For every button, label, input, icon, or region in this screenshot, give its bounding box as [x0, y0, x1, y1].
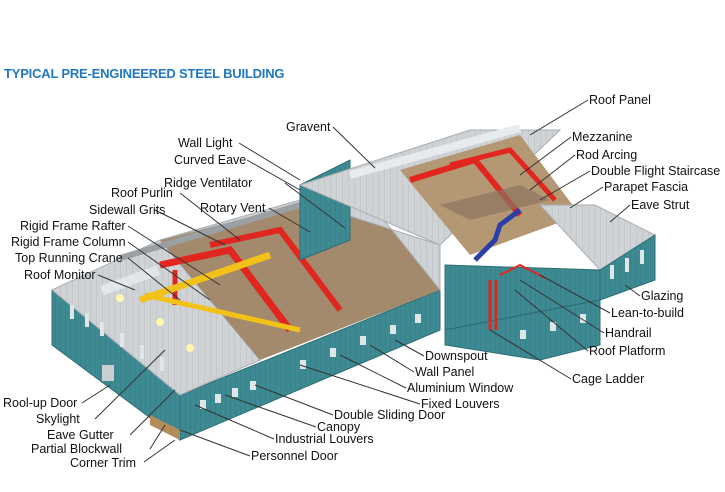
lean-to-building [444, 204, 657, 361]
label-personnel-door: Personnel Door [251, 449, 338, 463]
top-running-crane [138, 251, 272, 304]
diagram-title: TYPICAL PRE-ENGINEERED STEEL BUILDING [4, 66, 285, 81]
label-rotary-vent: Rotary Vent [200, 201, 266, 215]
double-flight-staircase [473, 208, 522, 262]
roll-up-door [102, 365, 114, 381]
label-wall-light: Wall Light [178, 136, 233, 150]
label-eave-strut: Eave Strut [631, 198, 690, 212]
label-ridge-ventilator: Ridge Ventilator [164, 176, 253, 190]
skylight [186, 344, 194, 352]
label-aluminium-window: Aluminium Window [407, 381, 514, 395]
label-mezzanine: Mezzanine [572, 130, 633, 144]
label-handrail: Handrail [605, 326, 652, 340]
label-rigid-frame-rafter: Rigid Frame Rafter [20, 219, 126, 233]
roof-monitor [100, 265, 160, 296]
label-roll-up-door: Rool-up Door [3, 396, 78, 410]
label-downspout: Downspout [425, 349, 488, 363]
label-double-sliding-door: Double Sliding Door [334, 408, 446, 422]
label-top-running-crane: Top Running Crane [15, 251, 123, 265]
handrail [499, 263, 546, 279]
label-fixed-louvers: Fixed Louvers [421, 397, 500, 411]
leader-lines [81, 99, 641, 463]
label-roof-purlin: Roof Purlin [111, 186, 173, 200]
label-skylight: Skylight [36, 412, 80, 426]
skylight [156, 318, 164, 326]
label-roof-panel: Roof Panel [589, 93, 651, 107]
label-parapet-fascia: Parapet Fascia [604, 180, 689, 194]
label-wall-panel: Wall Panel [415, 365, 475, 379]
label-double-flight-staircase: Double Flight Staircase [591, 164, 721, 178]
label-industrial-louvers: Industrial Louvers [275, 432, 374, 446]
label-eave-gutter: Eave Gutter [47, 428, 114, 442]
rigid-frame-rafter [209, 226, 343, 312]
label-canopy: Canopy [317, 420, 361, 434]
label-cage-ladder: Cage Ladder [572, 372, 645, 386]
label-rod-arcing: Rod Arcing [576, 148, 638, 162]
skylight [116, 294, 124, 302]
label-corner-trim: Corner Trim [70, 456, 136, 470]
label-sidewall-grits: Sidewall Grits [89, 203, 166, 217]
partial-blockwall [150, 415, 180, 440]
label-glazing: Glazing [641, 289, 684, 303]
label-roof-platform: Roof Platform [589, 344, 666, 358]
label-rigid-frame-column: Rigid Frame Column [11, 235, 126, 249]
label-gravent: Gravent [286, 120, 331, 134]
rigid-frame-rafter [159, 246, 293, 333]
rear-building [298, 124, 580, 262]
label-lean-to-build: Lean-to-build [611, 306, 684, 320]
mezzanine [440, 185, 550, 220]
gravent [348, 124, 522, 179]
label-roof-monitor: Roof Monitor [24, 268, 96, 282]
label-partial-blockwall: Partial Blockwall [31, 442, 123, 456]
label-curved-eave: Curved Eave [174, 153, 247, 167]
